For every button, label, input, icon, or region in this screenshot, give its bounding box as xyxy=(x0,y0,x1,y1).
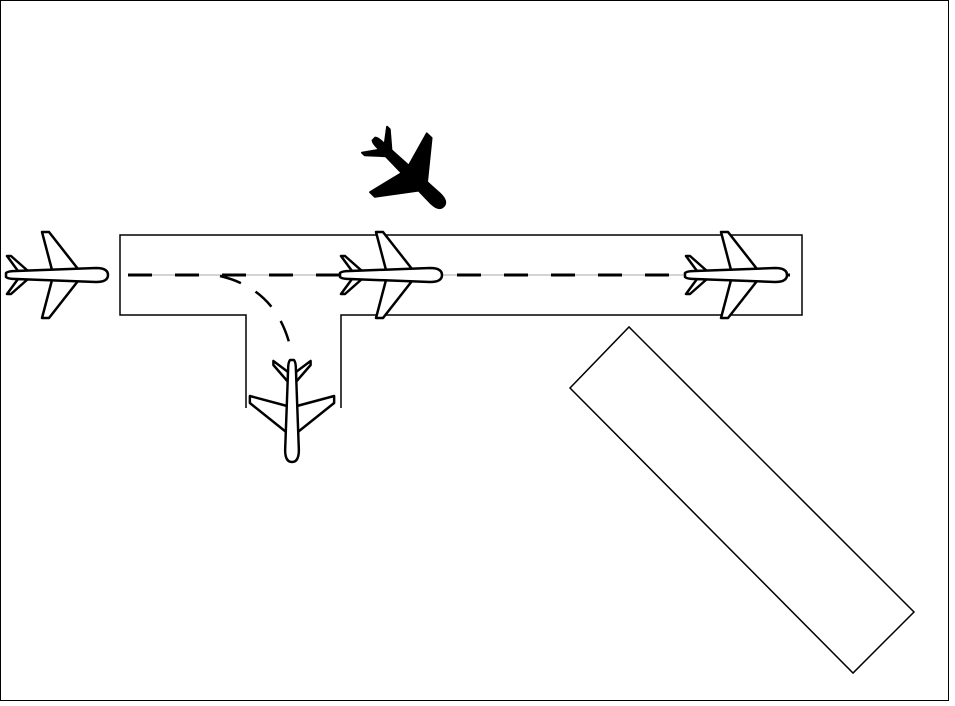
runway-t-outline xyxy=(119,234,803,408)
turn-path-dashed xyxy=(219,274,294,356)
apron-rectangle xyxy=(568,325,916,675)
